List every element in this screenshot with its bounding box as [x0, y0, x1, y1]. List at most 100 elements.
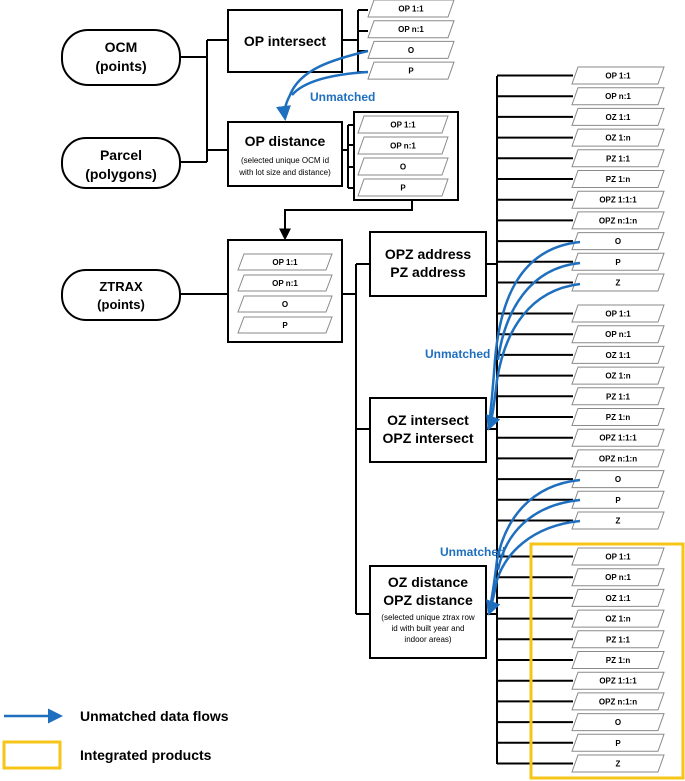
process-oz-intersect: OZ intersect OPZ intersect [369, 397, 487, 463]
output-label-opz-address-9: P [615, 258, 621, 267]
output-oz-distance-5 [571, 651, 665, 669]
output-label-oz-distance-10: Z [616, 760, 621, 769]
output-oz-distance-0 [571, 547, 665, 566]
output-label-oz-intersect-9: P [615, 496, 621, 505]
unmatched-flow-address-p [496, 261, 581, 361]
output-label-oz-distance-2: OZ 1:1 [606, 594, 631, 603]
output-oz-intersect-0 [571, 304, 665, 323]
output-label-opz-address-3: OZ 1:n [605, 134, 630, 143]
output-label-oz-distance-9: P [615, 739, 621, 748]
output-opz-address-1 [571, 87, 665, 106]
source-ztrax-line2: (points) [97, 297, 145, 312]
source-ztrax-line1: ZTRAX [99, 279, 143, 294]
output-ztrax-box-0 [237, 253, 333, 271]
output-label-oz-distance-7: OPZ n:1:n [599, 697, 637, 706]
unmatched-label-3: Unmatched [440, 545, 505, 559]
source-parcel: Parcel (polygons) [61, 137, 181, 189]
output-op-distance-1 [357, 136, 449, 155]
process-op-distance: OP distance (selected unique OCM id with… [227, 121, 343, 187]
output-label-op-intersect-3: P [408, 67, 414, 76]
output-label-op-intersect-1: OP n:1 [398, 25, 424, 34]
oz-intersect-line2: OPZ intersect [382, 430, 473, 446]
output-oz-distance-8 [571, 713, 665, 732]
unmatched-flow-intersect-z [486, 519, 581, 616]
legend-integrated-label: Integrated products [80, 747, 212, 763]
oz-intersect-line1: OZ intersect [387, 412, 469, 428]
output-label-opz-address-0: OP 1:1 [605, 72, 631, 81]
source-parcel-line1: Parcel [100, 147, 142, 163]
output-label-oz-distance-1: OP n:1 [605, 573, 631, 582]
output-label-ztrax-box-1: OP n:1 [272, 279, 298, 288]
output-label-oz-intersect-6: OPZ 1:1:1 [599, 434, 637, 443]
output-op-intersect-3 [367, 61, 455, 80]
output-label-oz-intersect-5: PZ 1:n [606, 413, 631, 422]
output-label-opz-address-2: OZ 1:1 [606, 113, 631, 122]
unmatched-flows [276, 49, 581, 616]
output-op-distance-0 [357, 115, 449, 134]
unmatched-flow-op [276, 49, 369, 121]
output-label-opz-address-10: Z [616, 279, 621, 288]
output-opz-address-5 [571, 170, 665, 188]
output-label-opz-address-7: OPZ n:1:n [599, 216, 637, 225]
output-oz-distance-2 [571, 588, 665, 607]
output-op-intersect-1 [367, 20, 455, 39]
legend: Unmatched data flows Integrated products [2, 708, 229, 770]
oz-distance-note2: id with built year and [392, 624, 465, 633]
output-label-oz-distance-3: OZ 1:n [605, 615, 630, 624]
output-label-oz-distance-4: PZ 1:1 [606, 635, 631, 644]
output-oz-intersect-4 [571, 387, 665, 406]
output-label-oz-intersect-1: OP n:1 [605, 330, 631, 339]
output-oz-distance-7 [571, 692, 665, 711]
output-label-oz-intersect-3: OZ 1:n [605, 372, 630, 381]
source-ocm: OCM (points) [61, 29, 181, 86]
source-ocm-line2: (points) [95, 58, 146, 74]
output-oz-intersect-6 [571, 428, 665, 447]
output-label-opz-address-5: PZ 1:n [606, 175, 631, 184]
source-ztrax: ZTRAX (points) [61, 269, 181, 321]
output-label-opz-address-4: PZ 1:1 [606, 154, 631, 163]
output-label-op-distance-1: OP n:1 [390, 142, 416, 151]
output-opz-address-2 [571, 107, 665, 126]
output-label-opz-address-6: OPZ 1:1:1 [599, 196, 637, 205]
unmatched-flow-address-z [486, 282, 581, 431]
output-ztrax-box-2 [237, 295, 333, 313]
process-op-intersect: OP intersect [227, 9, 343, 73]
output-op-intersect-2 [367, 40, 455, 59]
output-oz-distance-1 [571, 568, 665, 587]
output-label-opz-address-1: OP n:1 [605, 92, 631, 101]
output-oz-intersect-2 [571, 345, 665, 364]
process-oz-distance: OZ distance OPZ distance (selected uniqu… [369, 565, 487, 659]
output-oz-distance-9 [571, 733, 665, 752]
unmatched-flow-op-p [291, 70, 369, 96]
output-oz-intersect-7 [571, 449, 665, 468]
output-opz-address-4 [571, 149, 665, 168]
op-intersect-title: OP intersect [244, 33, 327, 49]
unmatched-flow-intersect-p [496, 498, 581, 571]
output-oz-distance-6 [571, 671, 665, 690]
output-ztrax-box-1 [237, 274, 333, 292]
unmatched-flow-address-o [486, 240, 581, 430]
output-op-intersect-0 [367, 0, 455, 18]
output-opz-address-3 [571, 128, 665, 147]
output-label-op-distance-3: P [400, 184, 406, 193]
opz-address-line1: OPZ address [385, 246, 472, 262]
output-label-op-intersect-2: O [408, 46, 414, 55]
output-oz-intersect-1 [571, 325, 665, 344]
output-op-distance-2 [357, 157, 449, 176]
output-op-distance-3 [357, 178, 449, 197]
source-ocm-line1: OCM [105, 39, 138, 55]
output-oz-intersect-10 [571, 511, 665, 530]
oz-distance-line1: OZ distance [388, 574, 468, 590]
unmatched-flow-intersect-o [487, 478, 581, 613]
process-opz-address: OPZ address PZ address [369, 231, 487, 297]
legend-yellow-box [2, 740, 62, 770]
output-label-oz-intersect-4: PZ 1:1 [606, 392, 631, 401]
unmatched-label-2: Unmatched [425, 347, 490, 361]
opz-address-line2: PZ address [390, 264, 466, 280]
output-label-oz-intersect-2: OZ 1:1 [606, 351, 631, 360]
output-oz-intersect-3 [571, 366, 665, 385]
output-label-oz-distance-6: OPZ 1:1:1 [599, 677, 637, 686]
legend-unmatched-label: Unmatched data flows [80, 708, 229, 724]
